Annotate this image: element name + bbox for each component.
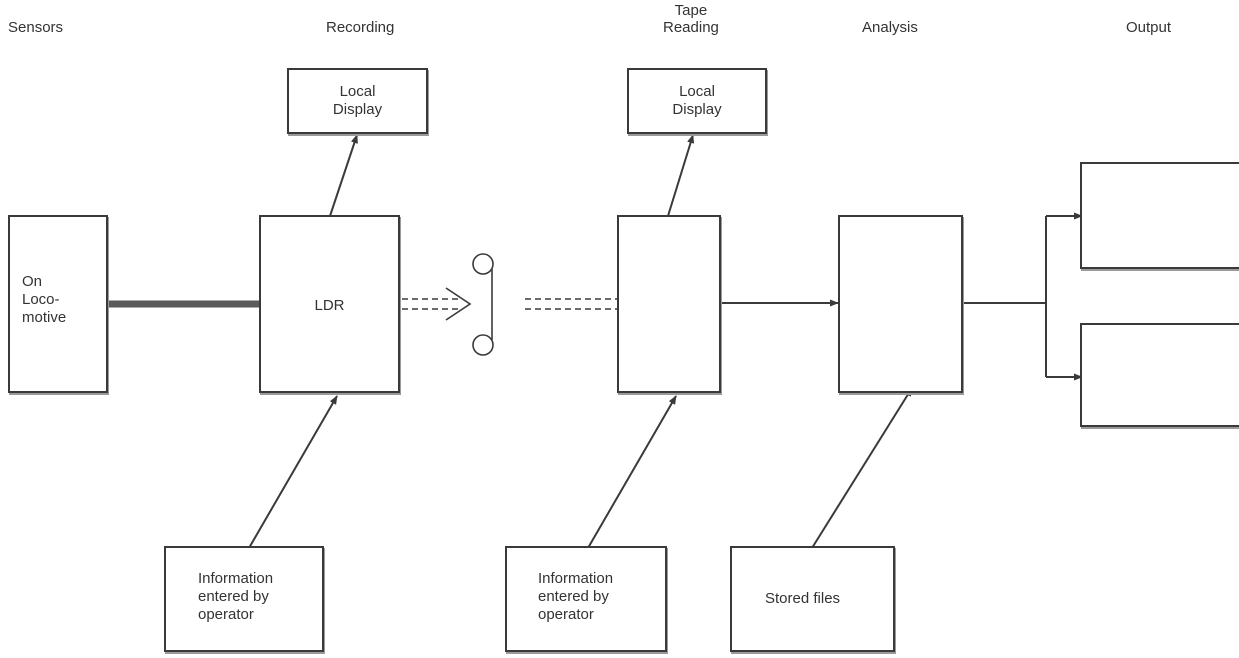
- local-display-1-line-1: Local: [339, 83, 376, 100]
- sensors-header: Sensors: [8, 19, 64, 36]
- tape-reader-box: [617, 215, 721, 393]
- files-to-analysis-arrow: [811, 387, 913, 549]
- local-display-2-line-1: Local: [679, 83, 715, 100]
- stored-files-box: Stored files: [730, 546, 895, 652]
- local-display-box-2: Local Display: [627, 68, 767, 134]
- local-display-1-line-2: Display: [332, 101, 383, 118]
- tape-reading-header-line-2: Reading: [663, 19, 719, 36]
- on-locomotive-label: On Loco- motive: [22, 273, 66, 327]
- on-locomotive-line-2: Loco-: [22, 291, 60, 308]
- on-locomotive-line-3: motive: [22, 309, 67, 326]
- local-display-2-line-2: Display: [672, 101, 722, 118]
- operator-info-box-1: Information entered by operator: [164, 546, 324, 652]
- operator-info-label-1: Information entered by operator: [198, 570, 273, 624]
- analysis-to-output-split: [962, 216, 1047, 377]
- operator-info-2-line-3: operator: [538, 606, 594, 623]
- ldr-to-tape-dashed-arrow: [402, 287, 472, 321]
- ldr-label: LDR: [314, 297, 345, 314]
- analysis-header: Analysis: [862, 19, 918, 36]
- printout-output-box: [1080, 162, 1239, 269]
- plot-output-box: [1080, 323, 1239, 427]
- operator-info-label-2: Information entered by operator: [538, 570, 613, 624]
- on-locomotive-line-1: On: [22, 273, 43, 290]
- local-display-label-2: Local Display: [629, 83, 765, 119]
- local-display-box-1: Local Display: [287, 68, 428, 134]
- output-header: Output: [1126, 19, 1172, 36]
- operator-info-2-line-2: entered by: [538, 588, 609, 605]
- tape-reel-icon: [472, 253, 494, 356]
- tape-reading-header-line-1: Tape: [674, 2, 708, 19]
- analysis-box: [838, 215, 963, 393]
- recording-header: Recording: [326, 19, 395, 36]
- on-locomotive-sensor-box: On Loco- motive: [8, 215, 108, 393]
- tape-to-reader-dashed-line: [525, 298, 619, 310]
- operator-info-box-2: Information entered by operator: [505, 546, 667, 652]
- operator-info-1-line-2: entered by: [198, 588, 269, 605]
- operator-info-1-line-1: Information: [198, 570, 274, 587]
- operator-info-2-line-1: Information: [538, 570, 614, 587]
- ldr-box: LDR: [259, 215, 400, 393]
- stored-files-label: Stored files: [765, 590, 841, 607]
- ldr-to-display-arrow: [329, 134, 358, 217]
- reader-to-display-arrow: [667, 134, 695, 217]
- operator-to-ldr-arrow: [248, 395, 338, 549]
- operator-info-1-line-3: operator: [198, 606, 254, 623]
- local-display-label-1: Local Display: [289, 83, 426, 119]
- operator-to-reader-arrow: [587, 395, 677, 549]
- tape-reading-header: Tape Reading: [663, 2, 719, 36]
